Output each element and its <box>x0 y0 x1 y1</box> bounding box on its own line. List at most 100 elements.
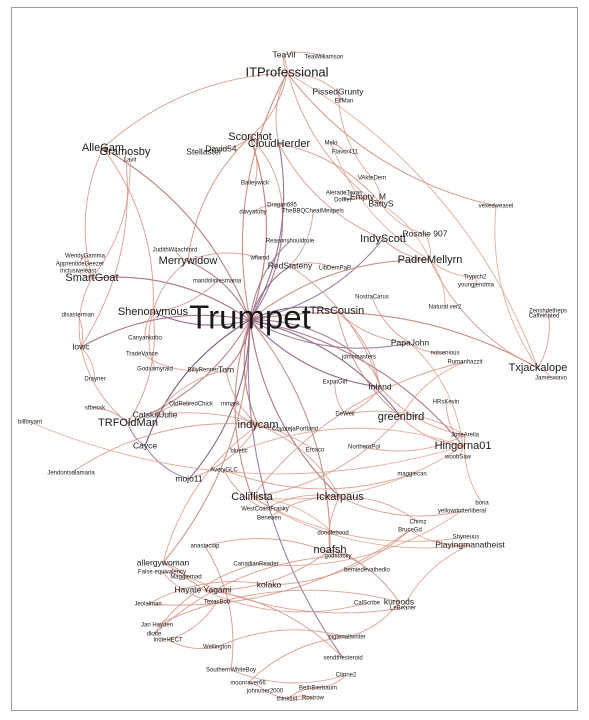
graph-edge <box>400 416 464 447</box>
graph-edge <box>346 601 400 638</box>
graph-edge <box>204 538 339 557</box>
graph-edge <box>247 319 344 659</box>
graph-edge <box>188 319 251 480</box>
node-label: dkate <box>147 632 162 638</box>
graph-edge <box>187 260 251 321</box>
graph-edge <box>229 403 259 426</box>
graph-edge <box>249 311 539 369</box>
graph-edge <box>220 136 251 150</box>
node-label: CoyotejaPortland <box>272 427 318 433</box>
graph-edge <box>247 636 348 684</box>
graph-edge <box>202 589 344 659</box>
node-label: BruceGd <box>398 528 422 534</box>
graph-edge <box>429 259 539 369</box>
graph-edge <box>330 142 346 153</box>
graph-edge <box>153 555 339 635</box>
graph-edge <box>154 412 316 451</box>
node-label: wflamd <box>249 256 269 262</box>
node-label: AveryGLC <box>210 468 238 474</box>
node-label: lowc <box>72 341 90 351</box>
graph-edge <box>537 367 552 379</box>
graph-edge <box>286 72 539 369</box>
graph-edge <box>339 496 419 523</box>
node-label: allergywoman <box>137 557 190 567</box>
graph-edge <box>371 296 411 344</box>
graph-edge <box>80 346 96 380</box>
graph-edge <box>336 310 381 388</box>
node-label: kolako <box>257 579 282 589</box>
graph-edge <box>317 674 347 689</box>
node-label: greenbird <box>378 411 424 423</box>
graph-edge <box>409 342 446 354</box>
node-label: IndyScott <box>360 233 406 245</box>
graph-edge <box>283 54 288 74</box>
node-label: WestCoastFranky <box>241 507 289 513</box>
graph-edge <box>161 571 204 591</box>
graph-edge <box>429 259 476 278</box>
node-label: kuroods <box>384 596 414 606</box>
node-label: SmartGoat <box>65 272 118 284</box>
node-label: Jameswavo <box>535 376 567 382</box>
node-label: HRsKevin <box>433 400 460 406</box>
graph-edge <box>162 562 187 578</box>
graph-edge <box>249 319 411 349</box>
graph-edge <box>255 510 463 566</box>
graph-edge <box>337 91 345 102</box>
node-trumpet-hub: Trumpet <box>189 299 311 336</box>
graph-edge <box>457 434 466 458</box>
graph-edge <box>289 262 336 269</box>
node-label: CatskillJulie <box>133 409 178 419</box>
node-label: PapaJohn <box>391 337 430 347</box>
graph-edge <box>264 690 314 700</box>
node-label: TeaWilliamson <box>305 55 344 61</box>
node-label: DeWeil <box>335 412 354 418</box>
edge-layer <box>29 51 552 700</box>
graph-edge <box>154 403 192 416</box>
node-label: Hingorna01 <box>435 440 492 452</box>
graph-edge <box>147 581 270 605</box>
node-label: Jan Hayden <box>141 623 173 629</box>
graph-edge <box>409 342 464 447</box>
graph-edge <box>249 238 384 321</box>
graph-edge <box>247 682 266 692</box>
graph-edge <box>251 496 471 549</box>
node-label: BethBierbaum <box>299 686 337 692</box>
node-label: BattyS <box>368 198 393 208</box>
graph-edge <box>494 205 539 369</box>
graph-edge <box>70 423 259 474</box>
node-label: Merrywidow <box>159 255 218 267</box>
node-label: Inclusiveleast <box>60 269 96 275</box>
node-label: Scorchot <box>228 131 271 143</box>
graph-edge <box>343 192 369 199</box>
graph-edge <box>127 422 146 447</box>
graph-edge <box>80 314 251 348</box>
graph-edge <box>283 51 325 58</box>
graph-edge <box>127 319 251 424</box>
graph-edge <box>152 311 251 326</box>
graph-edge <box>204 545 234 671</box>
graph-edge <box>363 434 466 452</box>
graph-edge <box>268 496 341 519</box>
node-label: bemiedevathedlo <box>344 568 390 574</box>
graph-edge <box>241 72 288 321</box>
graph-edge <box>337 91 373 179</box>
graph-edge <box>249 136 283 206</box>
graph-edge <box>202 589 368 613</box>
graph-edge <box>29 421 464 475</box>
node-label: Txjackalope <box>509 362 568 374</box>
graph-edge <box>147 529 411 606</box>
node-label: AlleGam <box>82 142 124 154</box>
graph-edge <box>286 72 339 93</box>
graph-edge <box>474 276 477 286</box>
node-label: CalScribe <box>354 601 381 607</box>
node-label: sfbessk <box>85 406 106 412</box>
node-label: maggiecan <box>397 472 426 478</box>
graph-edge <box>84 147 104 279</box>
node-label: TexasBob <box>204 600 231 606</box>
graph-edge <box>249 240 291 321</box>
node-label: Caffeinated <box>529 314 560 320</box>
graph-edge <box>223 469 413 490</box>
node-label: NorthernPol <box>348 445 380 451</box>
node-label: Natural ver2 <box>429 305 462 311</box>
graph-edge <box>148 311 156 370</box>
